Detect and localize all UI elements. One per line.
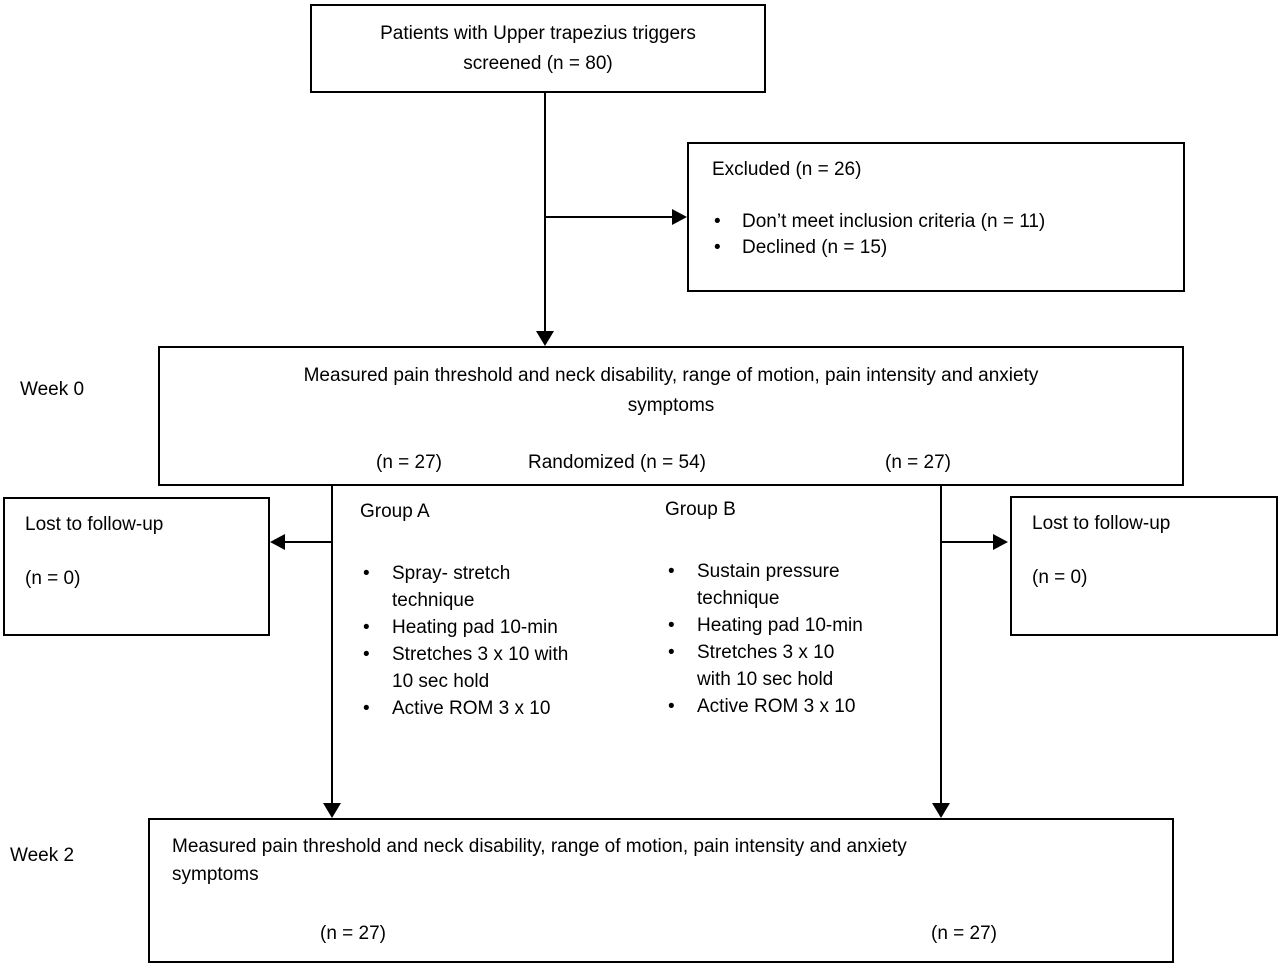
group-a-bullet-list: Spray- stretch technique Heating pad 10-…	[360, 560, 628, 722]
arrowhead-down-week0-icon	[536, 331, 554, 346]
lost-followup-left-box: Lost to follow-up (n = 0)	[3, 497, 270, 636]
arrowhead-down-week2-right-icon	[932, 803, 950, 818]
lost-followup-left-n: (n = 0)	[25, 568, 81, 589]
group-a-bullet-item: Active ROM 3 x 10	[360, 695, 628, 722]
lost-followup-right-box: Lost to follow-up (n = 0)	[1010, 496, 1278, 636]
group-a-bullet-item: Spray- stretch technique	[360, 560, 628, 614]
connector-week0-to-week2-left	[331, 486, 333, 804]
excluded-bullet-item: Declined (n = 15)	[712, 235, 1171, 261]
arrowhead-down-week2-left-icon	[323, 803, 341, 818]
screened-box: Patients with Upper trapezius triggers s…	[310, 4, 766, 93]
week2-box-text: Measured pain threshold and neck disabil…	[172, 836, 907, 885]
excluded-box: Excluded (n = 26) Don’t meet inclusion c…	[687, 142, 1185, 292]
arrowhead-right-excluded-icon	[672, 209, 687, 225]
group-b-section: Group B Sustain pressure technique Heati…	[665, 498, 933, 720]
week0-box: Measured pain threshold and neck disabil…	[158, 346, 1184, 486]
week2-box: Measured pain threshold and neck disabil…	[148, 818, 1174, 963]
group-a-section: Group A Spray- stretch technique Heating…	[360, 500, 628, 722]
week2-stage-label: Week 2	[10, 845, 75, 866]
week0-randomized-label: Randomized (n = 54)	[528, 452, 706, 473]
group-b-bullet-item: Active ROM 3 x 10	[665, 693, 933, 720]
arrowhead-right-lost-icon	[993, 534, 1008, 550]
connector-to-excluded	[545, 216, 673, 218]
week0-box-text: Measured pain threshold and neck disabil…	[303, 365, 1039, 416]
connector-week0-to-week2-right	[940, 486, 942, 804]
group-b-bullet-item: Sustain pressure technique	[665, 558, 933, 612]
week0-n-right: (n = 27)	[884, 452, 952, 473]
week0-stage-label: Week 0	[20, 379, 85, 400]
week0-n-left: (n = 27)	[375, 452, 443, 473]
connector-to-lost-right	[942, 541, 994, 543]
group-b-title: Group B	[665, 499, 736, 520]
group-a-title: Group A	[360, 501, 430, 522]
excluded-bullet-list: Don’t meet inclusion criteria (n = 11) D…	[712, 209, 1171, 261]
connector-to-lost-left	[285, 541, 333, 543]
group-b-bullet-item: Heating pad 10-min	[665, 612, 933, 639]
screened-box-text: Patients with Upper trapezius triggers s…	[380, 22, 696, 74]
lost-followup-right-title: Lost to follow-up	[1032, 513, 1171, 534]
lost-followup-left-title: Lost to follow-up	[25, 514, 164, 535]
group-a-bullet-item: Stretches 3 x 10 with 10 sec hold	[360, 641, 628, 695]
week2-n-right: (n = 27)	[930, 923, 998, 944]
group-b-bullet-list: Sustain pressure technique Heating pad 1…	[665, 558, 933, 720]
connector-screened-to-week0	[544, 93, 546, 332]
week2-n-left: (n = 27)	[319, 923, 387, 944]
group-b-bullet-item: Stretches 3 x 10 with 10 sec hold	[665, 639, 933, 693]
excluded-title: Excluded (n = 26)	[712, 159, 862, 180]
excluded-bullet-item: Don’t meet inclusion criteria (n = 11)	[712, 209, 1171, 235]
arrowhead-left-lost-icon	[270, 534, 285, 550]
lost-followup-right-n: (n = 0)	[1032, 567, 1088, 588]
group-a-bullet-item: Heating pad 10-min	[360, 614, 628, 641]
